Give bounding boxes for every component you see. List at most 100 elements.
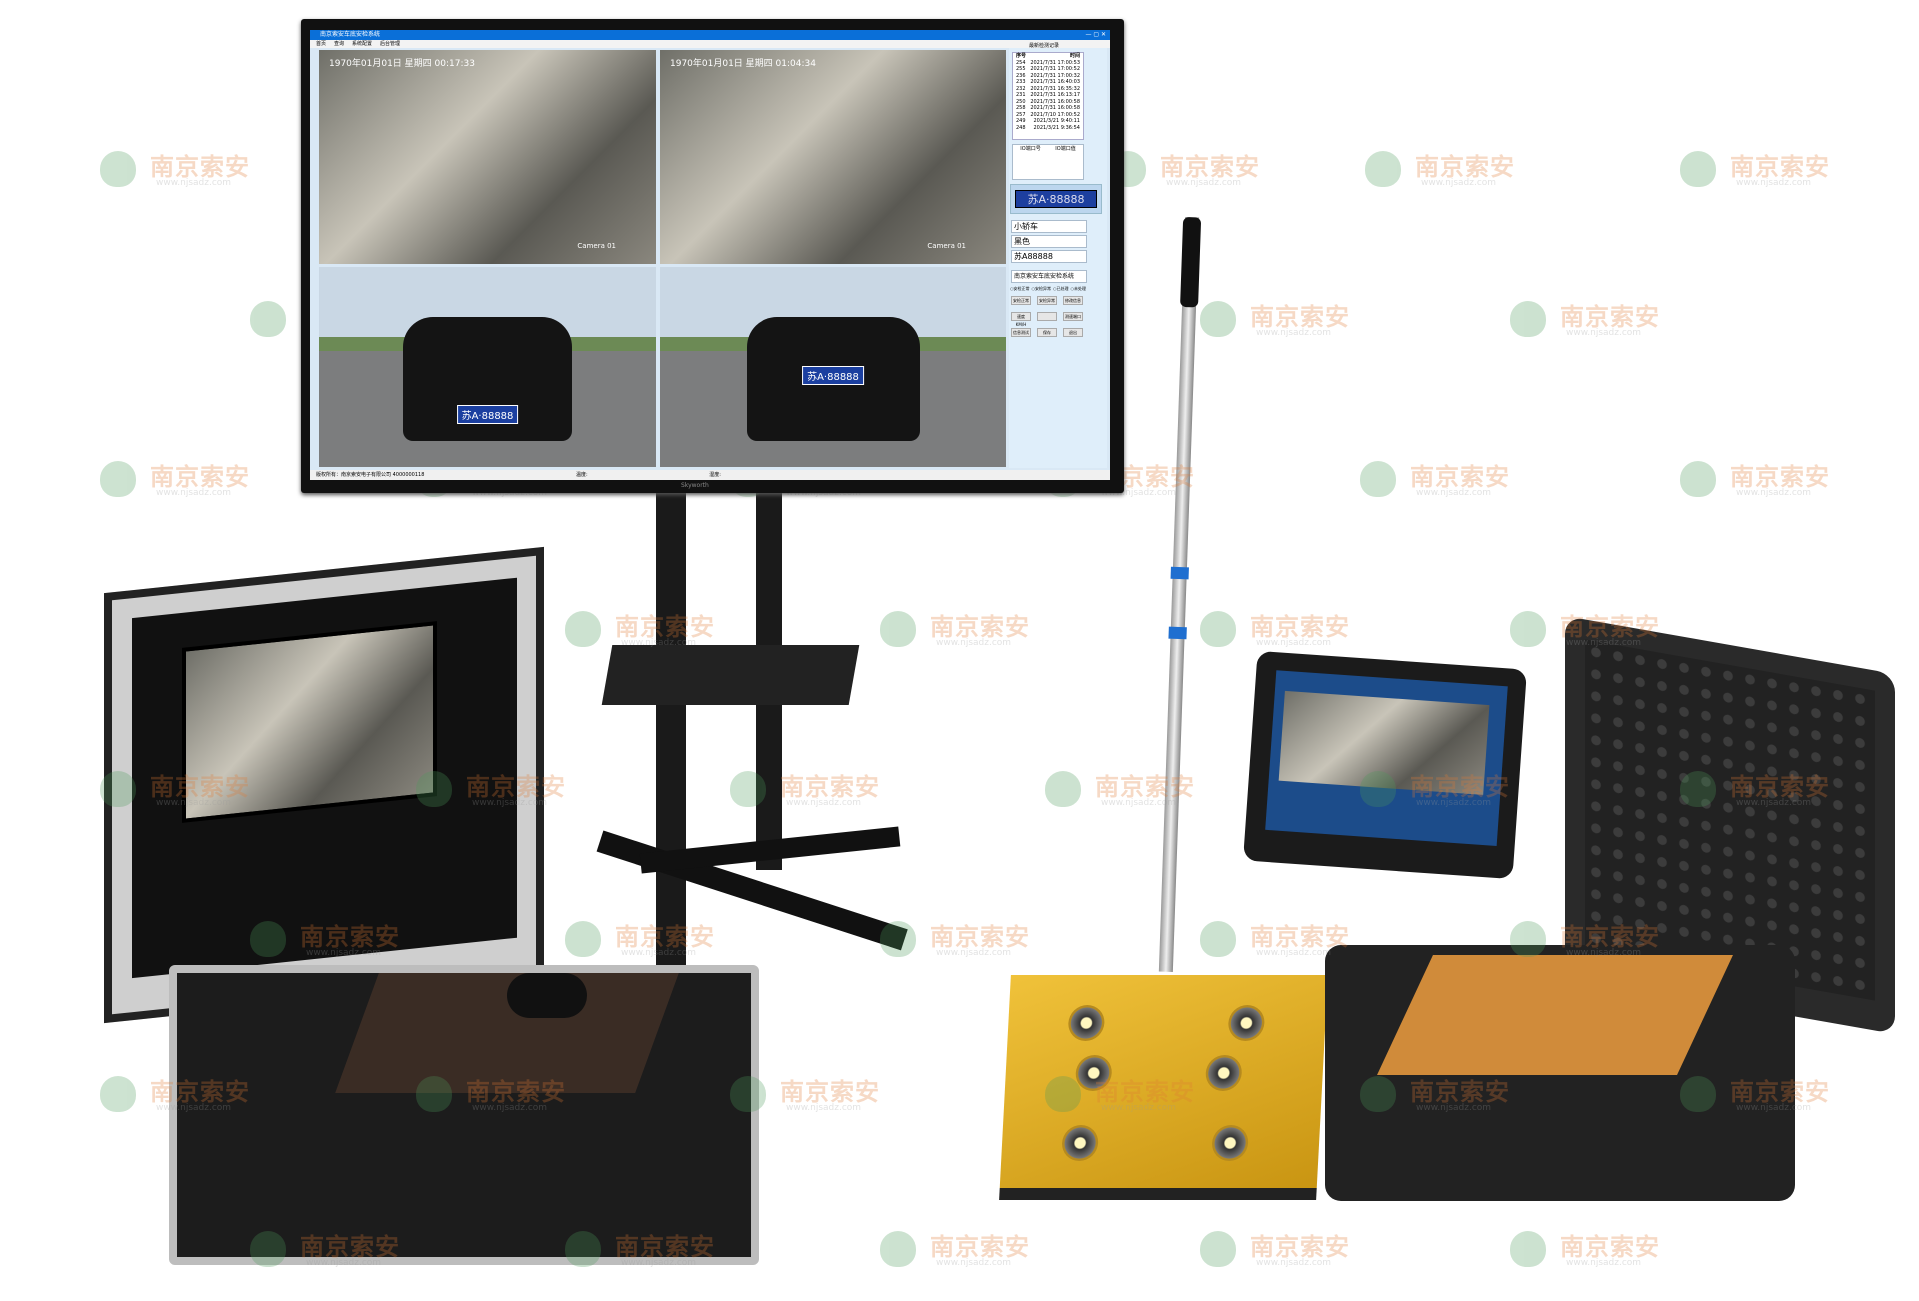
panel-button[interactable]: 测速端口 [1063, 312, 1083, 321]
watermark-name: 南京索安 [930, 923, 1030, 951]
watermark-name: 南京索安 [930, 613, 1030, 641]
watermark-url: www.njsadz.com [156, 798, 232, 808]
temperature: 温度: [576, 472, 588, 478]
copyright: 版权所有：南京索安电子有限公司 4000000118 [316, 472, 425, 478]
panel-button[interactable]: 修改信息 [1063, 296, 1083, 305]
watermark-logo-icon [730, 771, 766, 807]
watermark-logo-icon [416, 1076, 452, 1112]
plate-number-field[interactable]: 苏A88888 [1011, 250, 1087, 263]
watermark-name: 南京索安 [1415, 153, 1515, 181]
watermark-logo-icon [250, 921, 286, 957]
watermark-logo-icon [250, 1231, 286, 1267]
monitor: 南京索安车底安检系统 — ▢ ✕ 首页 查询 系统配置 后台管理 1970年01月01… [301, 19, 1124, 493]
watermark-logo-icon [1680, 151, 1716, 187]
row-time: 2021/7/10 17:00:52 [1030, 111, 1080, 118]
menu-item[interactable]: 首页 [316, 41, 327, 47]
watermark-url: www.njsadz.com [1166, 178, 1242, 188]
portable-inspection-case [99, 545, 761, 1269]
watermark-url: www.njsadz.com [156, 1103, 232, 1113]
watermark-logo-icon [1360, 771, 1396, 807]
watermark-logo-icon [1200, 301, 1236, 337]
vehicle-type-field[interactable]: 小轿车 [1011, 220, 1087, 233]
list-row[interactable]: 255 2021/7/31 17:00:52 [1013, 66, 1083, 73]
brand-logo: Skyworth [681, 482, 709, 489]
watermark-url: www.njsadz.com [1736, 488, 1812, 498]
watermark-name: 南京索安 [1410, 773, 1510, 801]
panel-button[interactable] [1037, 312, 1057, 321]
window-controls[interactable]: — ▢ ✕ [1085, 31, 1106, 38]
watermark-name: 南京索安 [1730, 773, 1830, 801]
row-time: 2021/7/31 16:13:17 [1030, 92, 1080, 98]
status-radios: ○安检正常○安检异常○已处理○未处理 [1010, 286, 1086, 292]
watermark-name: 南京索安 [1730, 153, 1830, 181]
watermark-logo-icon [880, 1231, 916, 1267]
watermark-url: www.njsadz.com [472, 798, 548, 808]
watermark-logo-icon [100, 151, 136, 187]
radio-option[interactable]: ○已处理 [1053, 286, 1069, 291]
window-title: 南京索安车底安检系统 [310, 30, 1110, 40]
menu-item[interactable]: 后台管理 [380, 41, 401, 47]
watermark-url: www.njsadz.com [1736, 798, 1812, 808]
vehicle-color-field[interactable]: 黑色 [1011, 235, 1087, 248]
system-name-banner: 南京索安车底安检系统 [1011, 270, 1087, 283]
watermark-url: www.njsadz.com [472, 488, 548, 498]
panel-button[interactable]: 安检正常 [1011, 296, 1031, 305]
panel-button[interactable]: 保存 [1037, 328, 1057, 337]
car-rear: 苏A·88888 [746, 317, 920, 441]
button-grid: 安检正常安检异常修改信息速度KM/H 测速端口信息测试保存退出 [1011, 296, 1087, 337]
panel-button[interactable]: 信息测试 [1011, 328, 1031, 337]
plate-snapshot: 苏A·88888 [1010, 184, 1102, 214]
watermark-logo-icon [250, 301, 286, 337]
list-row[interactable]: 232 2021/7/31 16:35:32 [1013, 86, 1083, 93]
camera-lens [1061, 1125, 1100, 1161]
row-time: 2021/7/31 16:35:32 [1030, 85, 1080, 92]
camera-lens [1211, 1125, 1250, 1161]
column-header: IO端口号 [1020, 146, 1041, 152]
watermark-url: www.njsadz.com [621, 638, 697, 648]
radio-option[interactable]: ○安检正常 [1010, 286, 1030, 291]
humidity: 湿度: [709, 472, 721, 478]
panel-button[interactable]: 速度KM/H [1011, 312, 1031, 327]
row-id: 232 [1016, 85, 1026, 92]
watermark-url: www.njsadz.com [936, 638, 1012, 648]
row-id: 258 [1016, 105, 1026, 111]
watermark-logo-icon [100, 771, 136, 807]
row-id: 255 [1016, 66, 1026, 72]
watermark-logo-icon [880, 921, 916, 957]
camera-view-undercarriage-1: 1970年01月01日 星期四 00:17:33 Camera 01 [319, 50, 656, 264]
row-time: 2021/7/31 17:00:52 [1030, 66, 1080, 72]
watermark-name: 南京索安 [466, 1078, 566, 1106]
watermark-url: www.njsadz.com [786, 1103, 862, 1113]
menu-item[interactable]: 系统配置 [352, 41, 373, 47]
hard-case-body [1325, 945, 1795, 1201]
radio-option[interactable]: ○安检异常 [1031, 286, 1052, 291]
panel-button[interactable]: 退出 [1063, 328, 1083, 337]
watermark-logo-icon [565, 1231, 601, 1267]
panel-button[interactable]: 安检异常 [1037, 296, 1057, 305]
camera-lens [1067, 1005, 1106, 1041]
camera-view-undercarriage-2: 1970年01月01日 星期四 01:04:34 Camera 01 [660, 50, 1006, 264]
menu-item[interactable]: 查询 [334, 41, 345, 47]
radio-option[interactable]: ○未处理 [1070, 286, 1087, 291]
watermark-name: 南京索安 [1560, 303, 1660, 331]
list-title: 最新检测记录 [1029, 43, 1060, 49]
watermark-name: 南京索安 [1560, 923, 1660, 951]
